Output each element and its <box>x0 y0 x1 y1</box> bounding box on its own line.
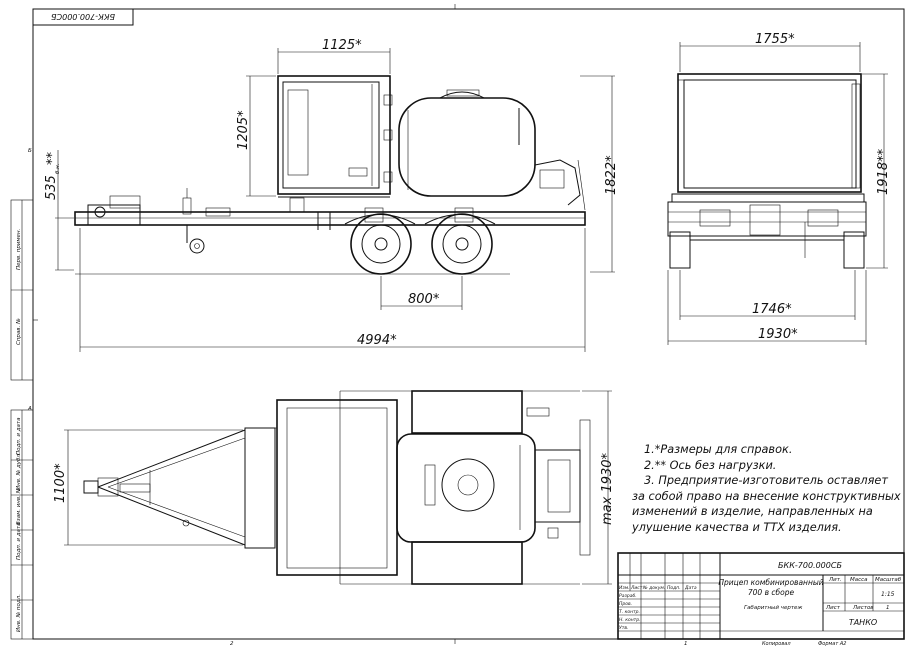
tb-footer-format: Формат А2 <box>818 641 846 647</box>
tb-role-3: Т. контр. <box>619 609 640 615</box>
notes-block: 1.*Размеры для справок. 2.** Ось без наг… <box>632 442 910 535</box>
strip-label-2: Справ. № <box>16 318 22 345</box>
tb-col-scale: Масштаб <box>875 577 902 583</box>
strip-label-4: Инв. № дубл. <box>16 452 22 490</box>
note-3-cont-3: улушение качества и ТТХ изделия. <box>632 520 842 534</box>
tb-footer-copied: Копировал <box>762 641 791 647</box>
tb-row-list: Лист <box>630 585 643 591</box>
rear-view: 1755* 1918** 1746* 1930* <box>667 32 891 345</box>
dim-rear-total-width: 1930* <box>758 327 798 342</box>
note-1: 1.*Размеры для справок. <box>644 443 793 456</box>
plan-view: 1100* max 1930* <box>53 390 615 585</box>
zone-number-2: 2 <box>230 641 234 647</box>
strip-label-5: Взам. инв. № <box>16 487 22 525</box>
stamp-code: БКК-700.000СБ <box>51 12 115 21</box>
dim-hitch-height: 535 <box>44 175 59 200</box>
dim-axle-base: 800* <box>408 292 440 307</box>
tb-role-4: Н. контр. <box>619 617 641 623</box>
tb-title-1: Прицеп комбинированный <box>718 578 823 587</box>
dim-rear-top-width: 1755* <box>755 32 795 47</box>
tb-row-izm: Изм. <box>619 585 630 591</box>
tb-sheets-value: 1 <box>886 605 890 611</box>
tb-scale-value: 1:15 <box>881 591 895 598</box>
strip-label-1: Перв. примен. <box>16 228 22 270</box>
tb-col-mass: Масса <box>850 577 868 583</box>
side-view: 1125* 1205* 535 б.н. ** 1822* 800* 4994* <box>44 38 619 352</box>
note-2: 2.** Ось без нагрузки. <box>644 458 777 472</box>
strip-label-7: Инв. № подл. <box>16 594 22 632</box>
tb-company: ТАНКО <box>849 618 877 627</box>
dim-hitch-height-sub: б.н. <box>55 163 61 174</box>
title-block: БКК-700.000СБ Прицеп комбинированный 700… <box>617 552 905 647</box>
tb-sheets-label: Листов <box>852 605 874 611</box>
dim-rear-height: 1918** <box>876 148 891 195</box>
tb-role-5: Утв. <box>619 625 628 631</box>
zone-letter-b: Б <box>28 148 32 154</box>
dim-plan-max-width: max 1930* <box>600 452 615 525</box>
dim-total-length: 4994* <box>357 333 397 348</box>
tb-role-2: Пров. <box>619 601 632 607</box>
tb-sheet-label: Лист <box>825 605 841 611</box>
dim-total-height: 1822* <box>604 155 619 195</box>
dim-rear-track: 1746* <box>752 302 792 317</box>
tb-row-doc: № докум. <box>642 585 665 591</box>
dim-cabin-width: 1125* <box>322 38 362 53</box>
zone-letter-a: А <box>27 406 32 412</box>
note-3-cont-2: изменений в изделие, направленных на <box>632 505 873 518</box>
note-3-cont-1: за собой право на внесение конструктивны… <box>632 489 901 503</box>
tb-row-sign: Подп. <box>667 585 681 591</box>
tb-col-lit: Лит. <box>828 577 842 583</box>
strip-label-3: Подп. и дата <box>16 417 22 455</box>
tb-title-2: 700 в сборе <box>748 588 795 597</box>
stamp-box <box>32 8 134 26</box>
tb-doc-code: БКК-700.000СБ <box>778 561 842 570</box>
tb-role-1: Разраб. <box>619 593 637 599</box>
strip-label-6: Подп. и дата <box>16 522 22 560</box>
note-3: 3. Предприятие-изготовитель оставляет <box>644 474 888 487</box>
tb-subtitle: Габаритный чертеж <box>744 605 802 611</box>
dim-cabin-height: 1205* <box>236 110 251 150</box>
dim-hitch-height-mark: ** <box>45 152 60 166</box>
zone-number-1: 1 <box>684 641 688 647</box>
tb-row-date: Дата <box>684 585 697 591</box>
dim-plan-width: 1100* <box>53 463 68 503</box>
side-strip: Перв. примен. Справ. № Подп. и дата Инв.… <box>10 199 34 640</box>
sheet-border <box>32 8 905 640</box>
